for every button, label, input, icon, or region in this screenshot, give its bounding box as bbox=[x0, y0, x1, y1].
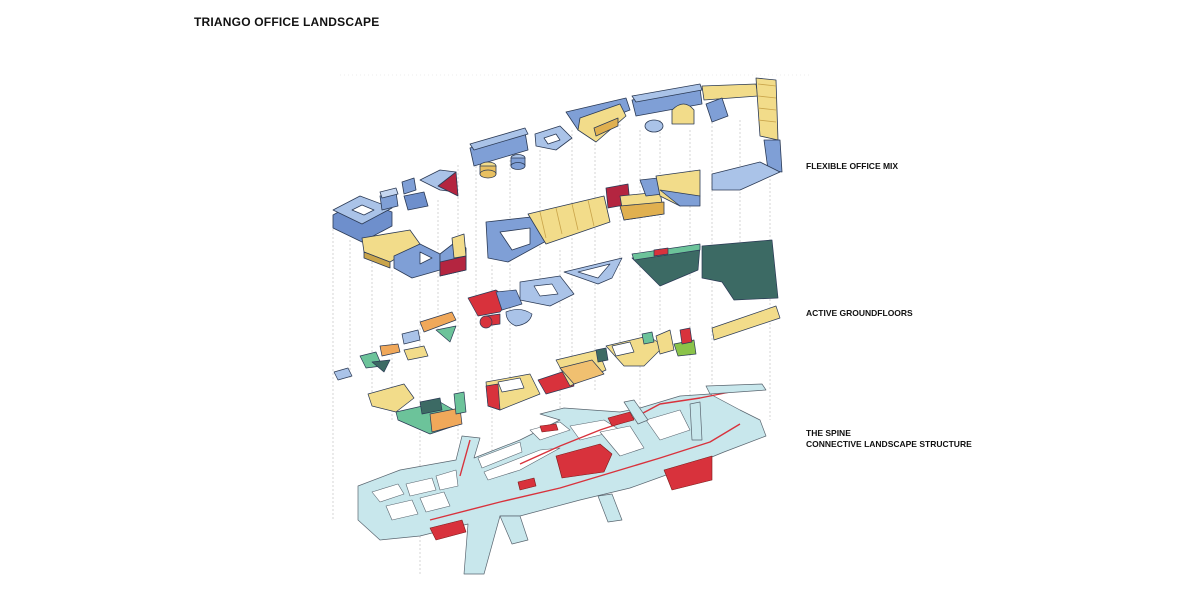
layer-spine bbox=[357, 383, 767, 575]
office-block-cylinders bbox=[479, 154, 526, 179]
office-block-yellow-l bbox=[361, 229, 421, 269]
spine-voids bbox=[371, 409, 691, 521]
layer-label-groundfloors: ACTIVE GROUNDFLOORS bbox=[806, 308, 913, 318]
office-block-triangle-top bbox=[565, 97, 631, 143]
layer-label-office-mix: FLEXIBLE OFFICE MIX bbox=[806, 161, 899, 171]
ground-big-teal-blocks bbox=[631, 239, 779, 301]
office-block-ring-left bbox=[332, 195, 393, 243]
layer-label-spine-subtitle: CONNECTIVE LANDSCAPE STRUCTURE bbox=[806, 439, 972, 449]
spine-red-blocks bbox=[429, 411, 713, 541]
layer-groundfloors bbox=[333, 239, 781, 435]
diagram-title: TRIANGO OFFICE LANDSCAPE bbox=[194, 15, 380, 29]
office-block-long-bar bbox=[469, 127, 529, 167]
office-block-arc-top bbox=[631, 83, 703, 133]
ground-left-small-pieces bbox=[333, 311, 457, 381]
ground-triangle-blue bbox=[563, 257, 623, 285]
spine-arms bbox=[499, 383, 767, 545]
office-block-wedge-red bbox=[419, 169, 459, 197]
spine-main-surface bbox=[357, 393, 767, 575]
office-block-blue-u bbox=[393, 233, 467, 279]
layer-office-mix bbox=[332, 77, 783, 279]
ground-left-large bbox=[367, 383, 467, 435]
ground-mid-courtyard bbox=[467, 275, 575, 329]
layer-label-spine: THE SPINE bbox=[806, 428, 851, 438]
office-block-center-row bbox=[485, 169, 701, 263]
ground-center-row bbox=[485, 305, 781, 411]
office-block-courtyard-small bbox=[534, 125, 573, 151]
office-block-right-stack bbox=[701, 77, 783, 191]
office-block-small-pair bbox=[379, 177, 429, 211]
